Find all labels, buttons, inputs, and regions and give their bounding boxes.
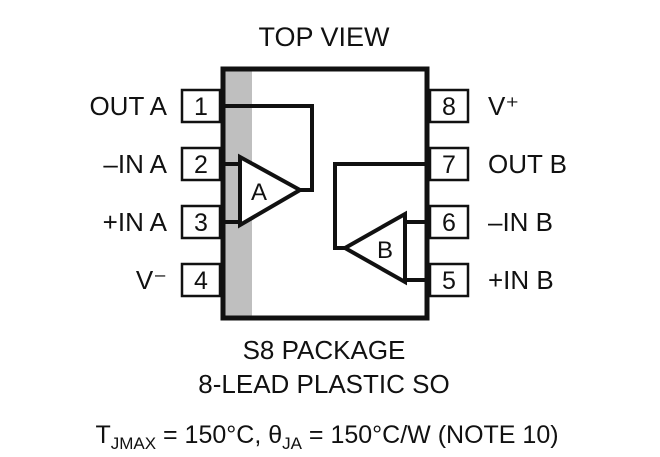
theta-value: = 150°C/W (NOTE 10): [302, 421, 559, 449]
pin-box-3: [180, 204, 222, 240]
tj-symbol: T: [95, 421, 110, 449]
pin-number-8: 8: [442, 93, 456, 121]
pin-label-plus-in-a: +IN A: [103, 207, 168, 237]
pin-box-6: [428, 204, 470, 240]
pin-label-v-minus: V⁻: [136, 265, 167, 295]
pin-label-minus-in-b: –IN B: [488, 207, 553, 237]
package-body: [220, 66, 430, 321]
pin-box-5: [428, 262, 470, 298]
amplifier-a-wiring: [223, 104, 314, 224]
amplifier-a-label: A: [251, 179, 267, 206]
pin-box-8: [428, 88, 470, 124]
tj-subscript: JMAX: [111, 434, 156, 453]
theta-subscript: JA: [282, 434, 303, 453]
pin-number-1: 1: [194, 93, 208, 121]
pin-label-plus-in-b: +IN B: [488, 265, 554, 295]
pin-number-6: 6: [442, 209, 456, 237]
amplifier-b-wiring: [333, 162, 427, 282]
amplifier-a-triangle: [238, 153, 305, 229]
pin-box-4: [180, 262, 222, 298]
pin-number-4: 4: [194, 267, 208, 295]
pin-number-5: 5: [442, 267, 456, 295]
amplifier-b-label: B: [377, 237, 393, 264]
pin-number-2: 2: [194, 151, 208, 179]
pin-label-minus-in-a: –IN A: [103, 149, 167, 179]
pin-number-7: 7: [442, 151, 456, 179]
package-description: 8-LEAD PLASTIC SO: [198, 369, 449, 399]
pin-box-7: [428, 146, 470, 182]
pin-label-out-b: OUT B: [488, 149, 567, 179]
theta-symbol: θ: [268, 421, 282, 449]
pin-box-1: [180, 88, 222, 124]
diagram-title: TOP VIEW: [258, 22, 390, 52]
thermal-spec: TJMAX = 150°C, θJA = 150°C/W (NOTE 10): [95, 421, 558, 453]
package-name: S8 PACKAGE: [243, 335, 406, 365]
pin-number-3: 3: [194, 209, 208, 237]
tj-value: = 150°C,: [156, 421, 268, 449]
pin-label-v-plus: V⁺: [488, 91, 519, 121]
amplifier-b-triangle: [340, 210, 407, 286]
pin-box-2: [180, 146, 222, 182]
pin-label-out-a: OUT A: [89, 91, 167, 121]
